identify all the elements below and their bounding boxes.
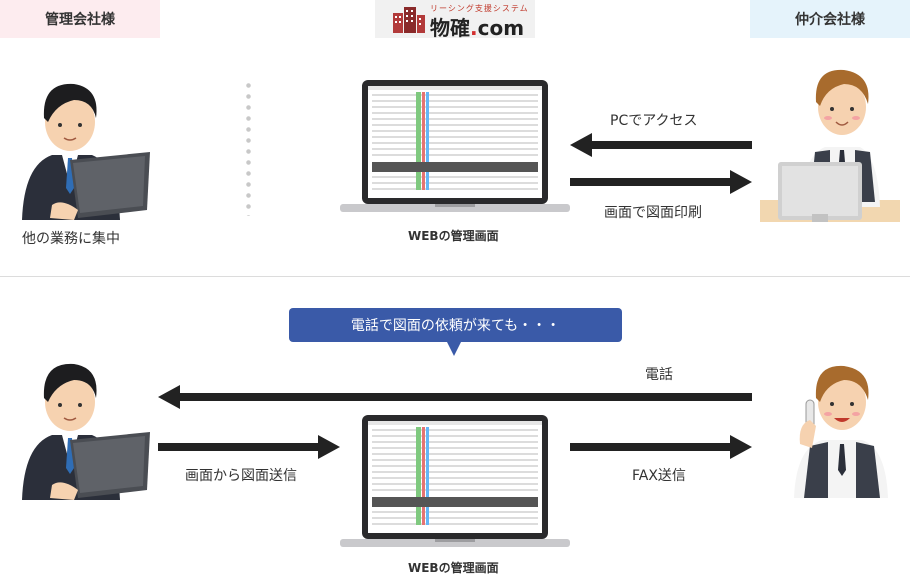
web-admin-laptop-bottom bbox=[340, 415, 570, 547]
agent-at-desktop-illustration bbox=[760, 69, 900, 222]
send-arrow-right-icon bbox=[158, 435, 340, 459]
management-company-label: 管理会社様 bbox=[45, 12, 115, 28]
print-drawing-label: 画面で図面印刷 bbox=[604, 205, 702, 221]
fax-send-label: FAX送信 bbox=[632, 468, 686, 484]
logo-wordmark: 物確.com bbox=[430, 12, 524, 41]
fax-arrow-right-icon bbox=[570, 435, 752, 459]
web-admin-screen-caption-bottom: WEBの管理画面 bbox=[408, 561, 499, 575]
section-divider bbox=[0, 276, 910, 277]
phone-request-bubble: 電話で図面の依頼が来ても・・・ bbox=[289, 308, 622, 342]
web-admin-laptop-top bbox=[340, 80, 570, 212]
web-admin-screen-caption-top: WEBの管理画面 bbox=[408, 229, 499, 243]
logo-subtitle: リーシング支援システム bbox=[430, 4, 529, 13]
logo-dot: . bbox=[470, 16, 478, 40]
phone-arrow-left-icon bbox=[158, 385, 752, 409]
manager-at-laptop-illustration bbox=[22, 83, 150, 220]
pc-access-label: PCでアクセス bbox=[610, 113, 698, 129]
phone-request-text: 電話で図面の依頼が来ても・・・ bbox=[350, 318, 561, 334]
agency-company-label: 仲介会社様 bbox=[795, 12, 865, 28]
bubble-tail bbox=[447, 342, 461, 356]
manager-at-laptop-illustration-bottom bbox=[22, 363, 150, 500]
arrow-left-icon bbox=[570, 133, 752, 157]
bukkaku-logo: リーシング支援システム 物確.com bbox=[375, 0, 535, 41]
dotted-divider bbox=[246, 80, 251, 216]
building-icon bbox=[393, 7, 425, 33]
arrow-right-icon bbox=[570, 170, 752, 194]
logo-name: 物確 bbox=[430, 16, 470, 40]
logo-domain: com bbox=[477, 16, 525, 40]
agency-company-tag: 仲介会社様 bbox=[750, 0, 910, 38]
phone-label: 電話 bbox=[645, 367, 673, 383]
send-drawing-label: 画面から図面送信 bbox=[185, 468, 297, 484]
agent-on-phone-illustration bbox=[794, 365, 888, 498]
management-company-tag: 管理会社様 bbox=[0, 0, 160, 38]
focus-on-other-work-caption: 他の業務に集中 bbox=[22, 231, 120, 247]
